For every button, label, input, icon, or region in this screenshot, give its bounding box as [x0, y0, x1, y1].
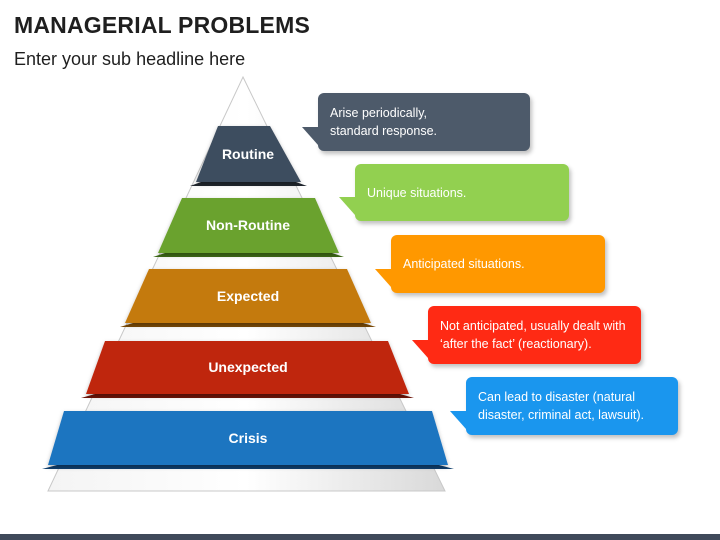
band-crisis	[48, 411, 448, 465]
level-label-unexpected: Unexpected	[208, 359, 287, 375]
level-non-routine: Non-Routine	[153, 198, 344, 257]
callout-tail	[450, 411, 466, 429]
level-label-routine: Routine	[222, 146, 274, 162]
level-routine: Routine	[190, 126, 307, 186]
level-unexpected: Unexpected	[81, 341, 414, 398]
callout-tail	[375, 269, 391, 287]
callout-tail	[412, 340, 428, 358]
band-expected	[125, 269, 371, 323]
level-crisis: Crisis	[42, 411, 454, 469]
page-title: MANAGERIAL PROBLEMS	[14, 12, 310, 38]
page-subtitle: Enter your sub headline here	[14, 49, 246, 69]
callout-text-non-routine: Unique situations.	[367, 185, 467, 200]
callout-crisis: Can lead to disaster (natural disaster, …	[450, 377, 678, 435]
callout-text-expected: Anticipated situations.	[403, 257, 525, 271]
callout-text-crisis: Can lead to disaster (natural disaster, …	[478, 390, 645, 422]
callout-text-routine: Arise periodically, standard response.	[330, 106, 438, 138]
level-label-crisis: Crisis	[229, 430, 268, 446]
level-label-non-routine: Non-Routine	[206, 217, 290, 233]
band-non-routine	[158, 198, 339, 253]
band-unexpected	[86, 341, 409, 394]
callout-expected: Anticipated situations.	[375, 235, 605, 293]
callout-routine: Arise periodically, standard response.	[302, 93, 530, 151]
level-expected: Expected	[120, 269, 376, 327]
callout-text-unexpected: Not anticipated, usually dealt with ‘aft…	[440, 319, 626, 351]
callout-tail	[302, 127, 318, 145]
footer-bar	[0, 534, 720, 540]
band-routine	[196, 126, 301, 182]
callout-tail	[339, 197, 355, 215]
callout-unexpected: Not anticipated, usually dealt with ‘aft…	[412, 306, 641, 364]
level-label-expected: Expected	[217, 288, 279, 304]
callout-non-routine: Unique situations.	[339, 164, 569, 221]
